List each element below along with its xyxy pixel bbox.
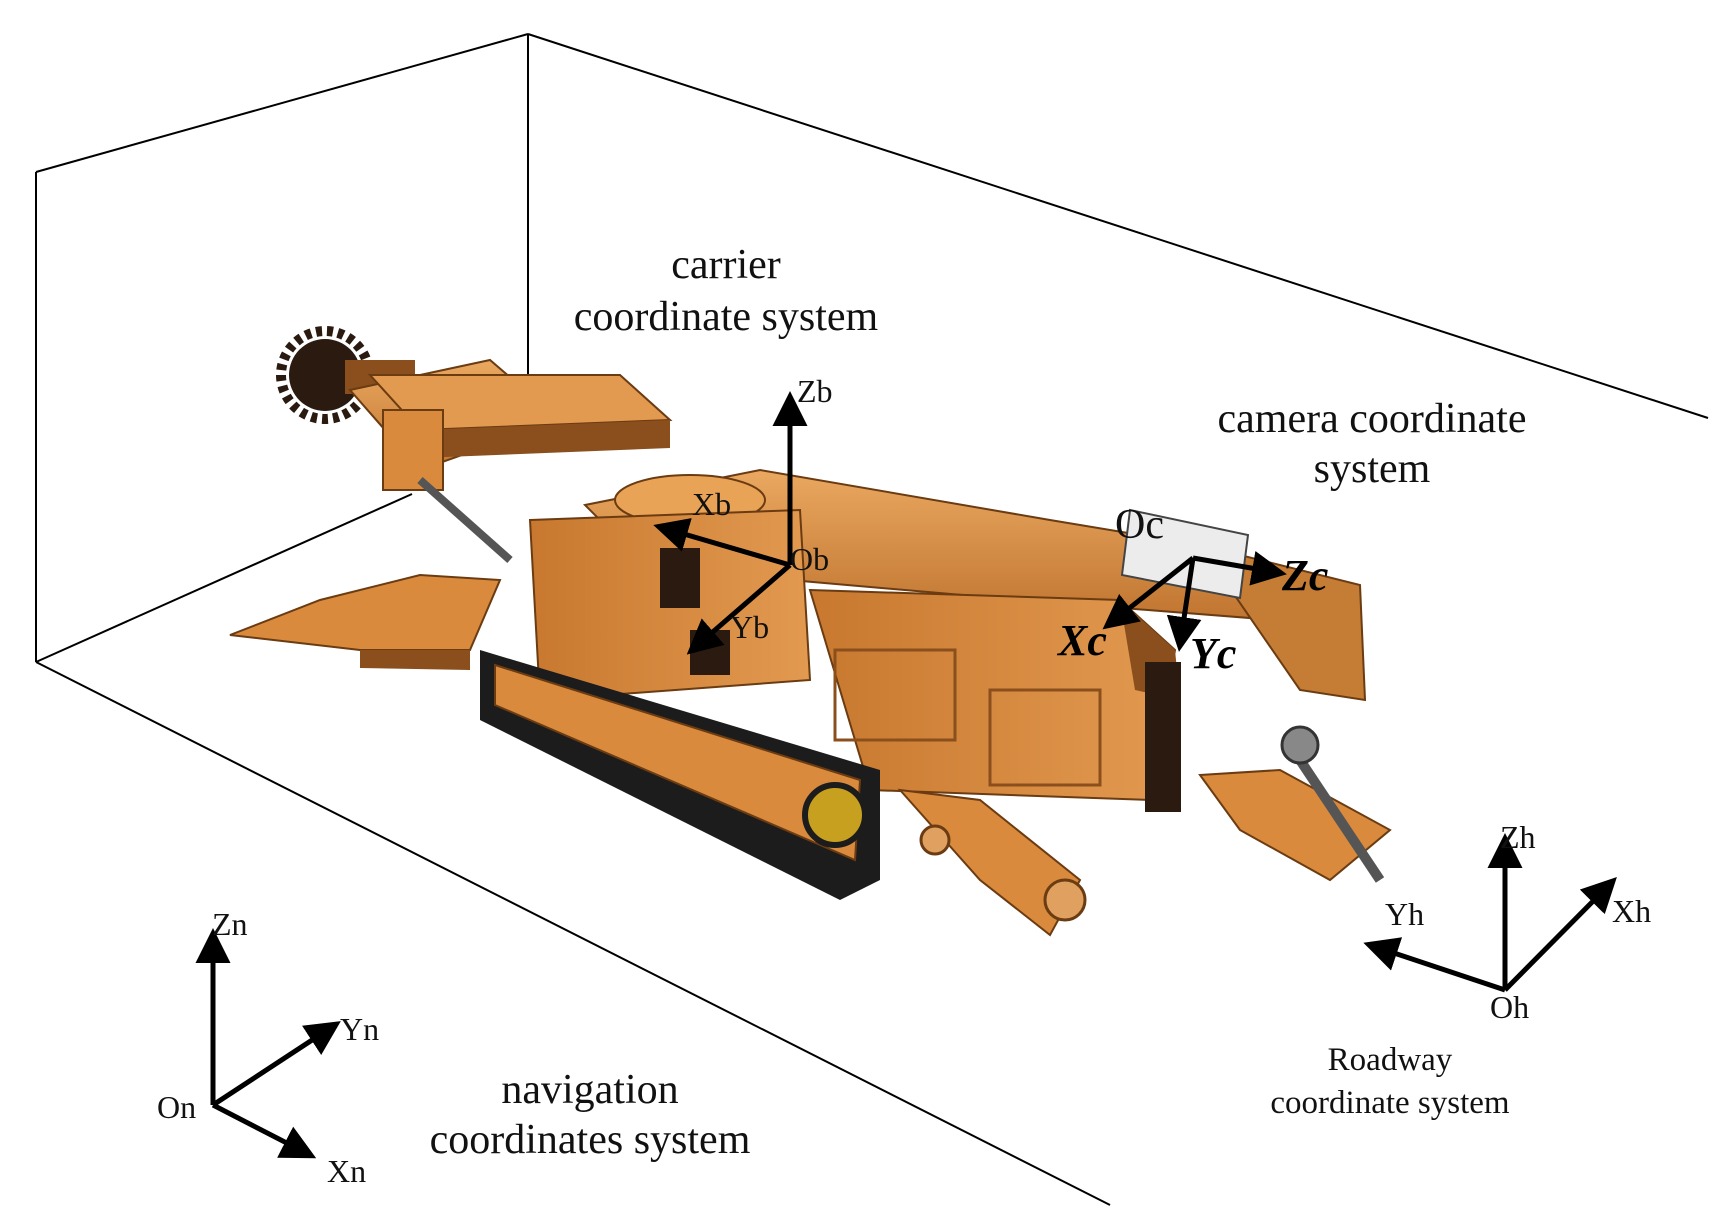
carrier-x-label: Xb: [692, 486, 731, 522]
roadway-wireframe: [35, 33, 1709, 1206]
camera-y-label: Yc: [1190, 629, 1236, 678]
camera-axes: [1102, 550, 1287, 652]
navigation-axes: [195, 928, 341, 1159]
camera-z-label: Zc: [1281, 551, 1328, 600]
carrier-z-label: Zb: [797, 373, 833, 409]
roadway-z-label: Zh: [1500, 819, 1536, 855]
carrier-title-line-1: carrier: [671, 242, 781, 288]
roadway-title-line-1: Roadway: [1328, 1042, 1453, 1078]
camera-box: [1120, 508, 1250, 600]
carrier-y-label: Yb: [730, 609, 769, 645]
carrier-title-line-2: coordinate system: [574, 294, 879, 340]
carrier-origin-label: Ob: [790, 541, 829, 577]
navigation-z-label: Zn: [212, 906, 248, 942]
navigation-title-line-2: coordinates system: [430, 1117, 751, 1163]
carrier-axes: [653, 391, 808, 655]
crawler-track: [480, 650, 880, 900]
roadway-x-label: Xh: [1612, 893, 1651, 929]
camera-title-line-1: camera coordinate: [1218, 396, 1527, 442]
roadway-origin-label: Oh: [1490, 989, 1529, 1025]
navigation-title-line-1: navigation: [501, 1067, 678, 1113]
roadway-title-line-2: coordinate system: [1270, 1085, 1510, 1121]
camera-x-label: Xc: [1056, 616, 1107, 665]
camera-origin-label: Oc: [1115, 502, 1164, 548]
roadway-y-label: Yh: [1385, 896, 1424, 932]
navigation-origin-label: On: [157, 1089, 196, 1125]
navigation-x-label: Xn: [327, 1153, 366, 1189]
navigation-y-label: Yn: [340, 1011, 379, 1047]
roadheader-machine: [229, 326, 1392, 937]
roadway-axes: [1363, 833, 1617, 993]
camera-title-line-2: system: [1314, 446, 1431, 492]
